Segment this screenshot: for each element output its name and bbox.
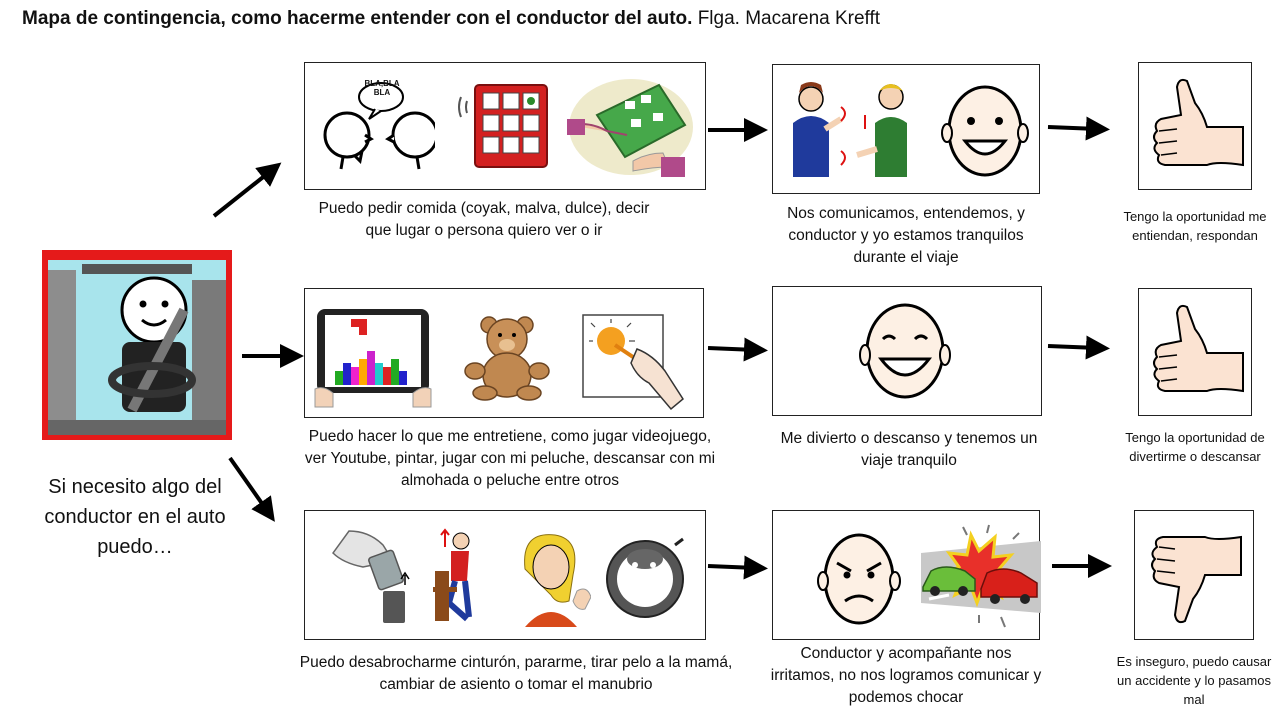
thumbs-up-icon	[1147, 73, 1247, 181]
two-people-signing-icon	[781, 79, 911, 179]
arrow-row2-action-to-result	[707, 337, 768, 362]
row2-outcome-box	[1138, 288, 1252, 416]
speech-bubble-text: BLA,BLA BLA	[364, 79, 400, 97]
row2-result-caption: Me divierto o descanso y tenemos un viaj…	[780, 430, 1038, 469]
painting-hand-icon	[581, 309, 685, 411]
arrow-row1-result-to-outcome	[1047, 116, 1110, 141]
communication-device-icon	[455, 79, 555, 171]
row3-action-caption: Puedo desabrocharme cinturón, pararme, t…	[299, 654, 733, 693]
thumbs-up-icon	[1147, 299, 1247, 407]
talking-heads-icon	[317, 75, 439, 175]
row2-outcome-caption: Tengo la oportunidad de divertirme o des…	[1125, 430, 1265, 464]
row2-result-box	[772, 286, 1042, 416]
title-author: Flga. Macarena Krefft	[697, 8, 881, 29]
tablet-game-icon	[313, 305, 433, 409]
angry-face-icon	[817, 529, 901, 629]
seatbelt-unbuckle-icon	[329, 527, 419, 627]
child-in-car-icon	[42, 250, 232, 440]
laughing-face-icon	[859, 299, 951, 403]
arrow-start-to-row1	[212, 162, 282, 218]
steering-wheel-icon	[605, 535, 687, 623]
thumbs-down-icon	[1145, 523, 1245, 631]
row1-outcome-box	[1138, 62, 1252, 190]
page-title: Mapa de contingencia, como hacerme enten…	[22, 8, 880, 30]
row1-outcome-caption: Tengo la oportunidad me entiendan, respo…	[1123, 209, 1267, 243]
row3-result-caption: Conductor y acompañante nos irritamos, n…	[770, 645, 1042, 706]
row1-result-box	[772, 64, 1040, 194]
row3-outcome-box	[1134, 510, 1254, 640]
arrow-start-to-row3	[228, 456, 275, 522]
pulling-hair-icon	[511, 529, 592, 627]
teddy-bear-icon	[459, 315, 555, 401]
arrow-row3-action-to-result	[707, 555, 768, 580]
row3-outcome-caption: Es inseguro, puedo causar un accidente y…	[1116, 654, 1272, 707]
row3-result-box	[772, 510, 1041, 640]
row2-action-caption: Puedo hacer lo que me entretiene, como j…	[304, 428, 716, 489]
arrow-row2-result-to-outcome	[1047, 335, 1110, 360]
standing-up-from-chair-icon	[431, 527, 481, 627]
title-bold: Mapa de contingencia, como hacerme enten…	[22, 8, 693, 29]
start-caption: Si necesito algo del conductor en el aut…	[44, 476, 226, 558]
row3-action-box	[304, 510, 706, 640]
picture-board-hands-icon	[567, 75, 695, 179]
happy-face-icon	[941, 81, 1029, 181]
row1-action-caption: Puedo pedir comida (coyak, malva, dulce)…	[318, 200, 650, 239]
row2-action-box	[304, 288, 704, 418]
car-crash-icon	[919, 523, 1041, 635]
row1-action-box: BLA,BLA BLA	[304, 62, 706, 190]
row1-result-caption: Nos comunicamos, entendemos, y conductor…	[787, 205, 1025, 266]
